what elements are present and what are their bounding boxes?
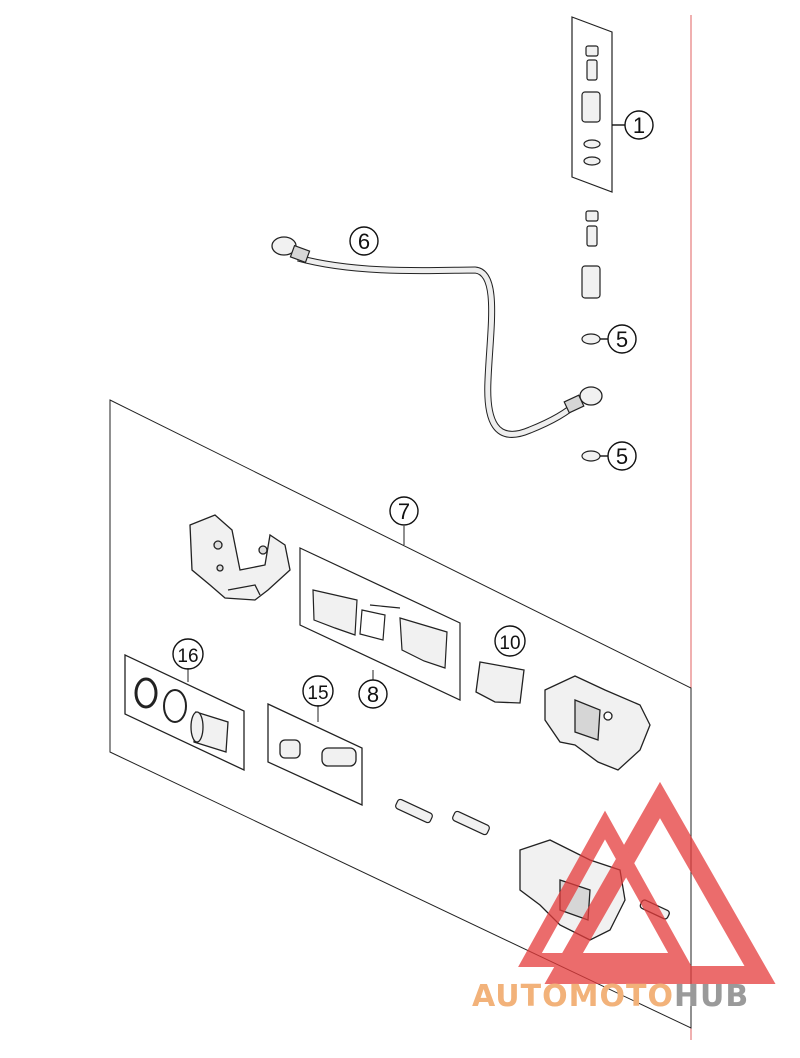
bleed-screw-2 (586, 225, 598, 247)
banjo-bolt (581, 91, 601, 123)
brake-pad-left (312, 589, 358, 636)
callout-6-circle (349, 226, 379, 256)
slide-bushing (321, 747, 357, 767)
washer-1b (583, 156, 601, 166)
washer-5-upper (581, 333, 601, 345)
callout-16: 16 (177, 646, 198, 667)
bracket-hole-2 (258, 545, 268, 555)
washer-1a (583, 139, 601, 149)
banjo-eye-right (579, 386, 603, 406)
callout-7: 7 (398, 499, 410, 524)
callout-1-circle (624, 110, 654, 140)
callout-10: 10 (499, 633, 520, 654)
callout-8-circle (358, 679, 388, 709)
pad-kit-8 (299, 547, 461, 701)
pad-clip (369, 604, 401, 609)
kit-7-frame (109, 399, 692, 1029)
rubber-boot (279, 739, 301, 759)
pad-spring (359, 609, 386, 641)
callout-5a: 5 (616, 327, 628, 352)
callout-1: 1 (633, 113, 645, 138)
brake-pad-right (399, 617, 448, 669)
bracket-hole-3 (216, 564, 224, 572)
callout-5a-circle (607, 324, 637, 354)
callout-16-circle (172, 638, 204, 670)
bushing-kit-15 (267, 702, 363, 807)
brake-line-6 (271, 236, 603, 438)
callout-5b-circle (607, 441, 637, 471)
callout-7-circle (389, 496, 419, 526)
caliper-port (603, 711, 613, 721)
banjo-bolt-2 (581, 265, 601, 299)
callout-15-circle (302, 675, 334, 707)
guide-pin-1 (395, 798, 433, 824)
logo-triangle-inner (518, 810, 692, 967)
callout-8: 8 (367, 682, 379, 707)
callout-10-circle (494, 625, 526, 657)
bleed-screw (586, 59, 598, 81)
washer-5-lower (581, 450, 601, 462)
bleed-cap (585, 45, 599, 57)
callout-5b: 5 (616, 444, 628, 469)
bracket-hole-1 (213, 540, 223, 550)
dust-ring (163, 689, 187, 723)
caliper-body (544, 675, 651, 771)
guide-pin-2 (452, 810, 490, 836)
pad-shim-10 (475, 661, 525, 704)
hose-fitting-right (563, 394, 585, 414)
guide-pins (395, 798, 490, 836)
callout-15: 15 (307, 683, 328, 704)
hose-fitting-left (289, 244, 311, 264)
caliper-bracket (189, 514, 291, 601)
pad-kit-frame (299, 547, 461, 701)
watermark-logo (518, 781, 776, 984)
svg-text:AUTOMOTOHUB: AUTOMOTOHUB (472, 979, 749, 1014)
logo-triangle-outer (544, 781, 776, 984)
callouts: 1 5 5 6 7 8 10 15 16 (172, 110, 654, 709)
loose-bolt-set (581, 210, 601, 299)
piston-kit-16 (124, 653, 245, 772)
part-1-group (571, 16, 613, 193)
seal-ring (134, 677, 158, 709)
callout-6: 6 (358, 229, 370, 254)
bushing-kit-frame (267, 702, 363, 807)
piston-kit-frame (124, 653, 245, 772)
watermark-part1: AUTOMOTO (472, 979, 674, 1014)
watermark-text: AUTOMOTOHUB (472, 979, 749, 1014)
bleed-cap-2 (585, 210, 599, 222)
watermark-part2: HUB (674, 979, 749, 1014)
part-1-frame (571, 16, 613, 193)
